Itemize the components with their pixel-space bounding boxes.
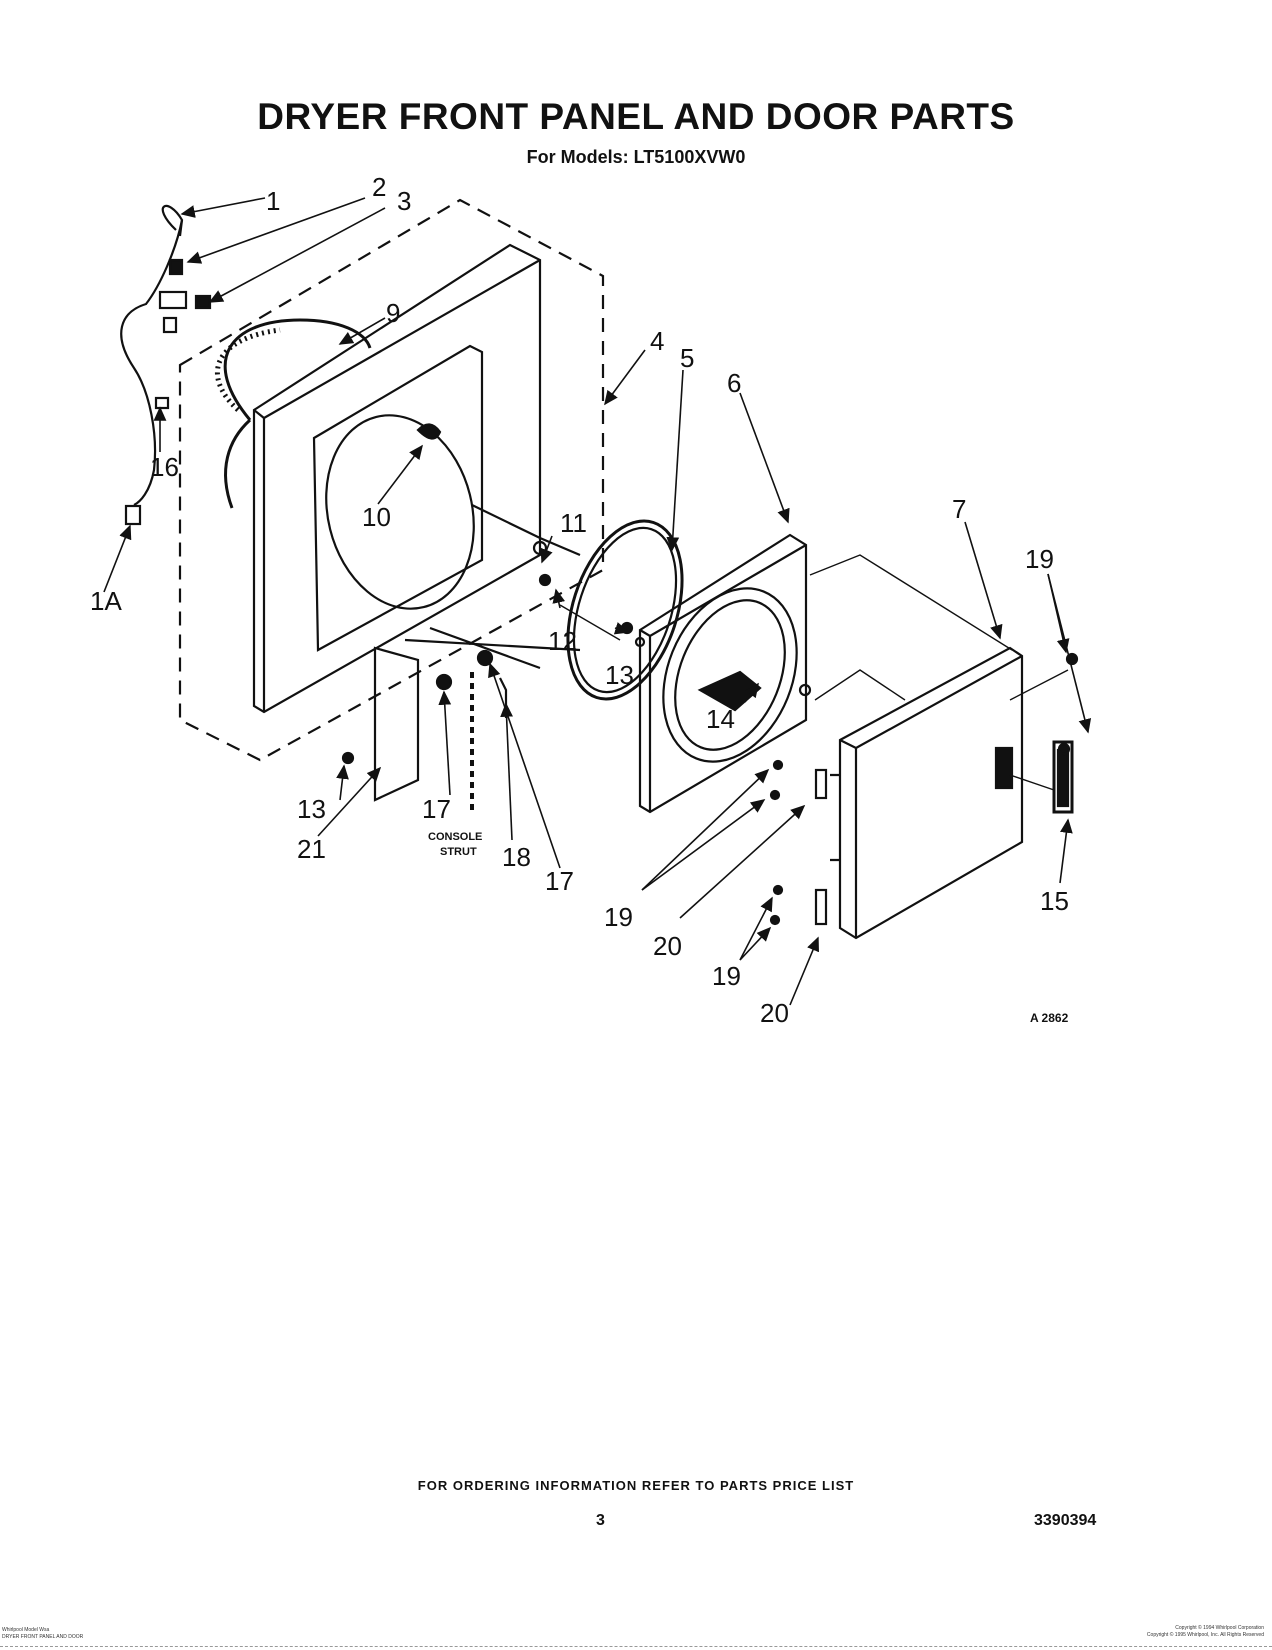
callout-12: 12: [548, 626, 577, 656]
wire-harness: [120, 204, 184, 506]
callout-17-right: 17: [545, 866, 574, 896]
callout-16: 16: [150, 452, 179, 482]
drum-lamp-icon: [416, 423, 442, 440]
inner-door-window: [662, 587, 798, 763]
exploded-parts-diagram: 1 1A 2 3 4 5 6 7 9 10 11 12 13 14 15 16 …: [90, 172, 1092, 1028]
callout-3: 3: [397, 186, 411, 216]
callout-5: 5: [680, 343, 694, 373]
footer-left-line-2: DRYER FRONT PANEL AND DOOR: [2, 1634, 84, 1640]
callout-13-bottom: 13: [297, 794, 326, 824]
footer-right-line-1: Copyright © 1994 Whirlpool Corporation: [1175, 1625, 1264, 1631]
door-gasket: [566, 519, 684, 701]
document-number: 3390394: [1034, 1512, 1097, 1529]
console-plate: [373, 646, 420, 802]
figure-reference-code: A 2862: [1030, 1011, 1069, 1025]
front-panel-opening: [325, 414, 475, 610]
callout-1: 1: [266, 186, 280, 216]
callout-19-top: 19: [1025, 544, 1054, 574]
callout-13-door: 13: [605, 660, 634, 690]
footer-left-line-1: Whirlpool Model Wsa: [2, 1627, 50, 1633]
callout-1a: 1A: [90, 586, 122, 616]
ordering-note: FOR ORDERING INFORMATION REFER TO PARTS …: [417, 1478, 855, 1493]
callout-9: 9: [386, 298, 400, 328]
lint-filter-cover: [697, 670, 762, 712]
callout-4: 4: [650, 326, 664, 356]
callout-11: 11: [560, 508, 587, 538]
page-number: 3: [596, 1512, 605, 1529]
footer-left-fineprint: Whirlpool Model Wsa DRYER FRONT PANEL AN…: [2, 1627, 83, 1641]
model-subtitle: For Models: LT5100XVW0: [526, 147, 746, 167]
footer-right-fineprint: Copyright © 1994 Whirlpool Corporation C…: [1147, 1625, 1264, 1639]
callout-15: 15: [1040, 886, 1069, 916]
callout-2: 2: [372, 172, 386, 202]
callout-18: 18: [502, 842, 531, 872]
console-strut-label-1: CONSOLE: [428, 831, 482, 843]
callout-14: 14: [706, 704, 735, 734]
callout-7: 7: [952, 494, 966, 524]
callout-19-low: 19: [712, 961, 741, 991]
outer-door-panel: [838, 646, 1024, 940]
part-callouts: 1 1A 2 3 4 5 6 7 9 10 11 12 13 14 15 16 …: [90, 172, 1069, 1028]
callout-21: 21: [297, 834, 326, 864]
page-title: DRYER FRONT PANEL AND DOOR PARTS: [257, 96, 1015, 137]
footer-right-line-2: Copyright © 1995 Whirlpool, Inc. All Rig…: [1146, 1632, 1264, 1638]
callout-20-low: 20: [760, 998, 789, 1028]
cabinet-dashed-outline: [178, 198, 605, 762]
bottom-divider: [0, 1646, 1272, 1648]
callout-10: 10: [362, 502, 391, 532]
callout-19-mid: 19: [604, 902, 633, 932]
front-panel-inner: [312, 344, 484, 652]
callout-17-left: 17: [422, 794, 451, 824]
console-strut-label-2: STRUT: [440, 846, 477, 858]
inner-door-panel: [638, 533, 808, 814]
callout-20-mid: 20: [653, 931, 682, 961]
callout-6: 6: [727, 368, 741, 398]
drum-seal-ring: [223, 318, 372, 421]
